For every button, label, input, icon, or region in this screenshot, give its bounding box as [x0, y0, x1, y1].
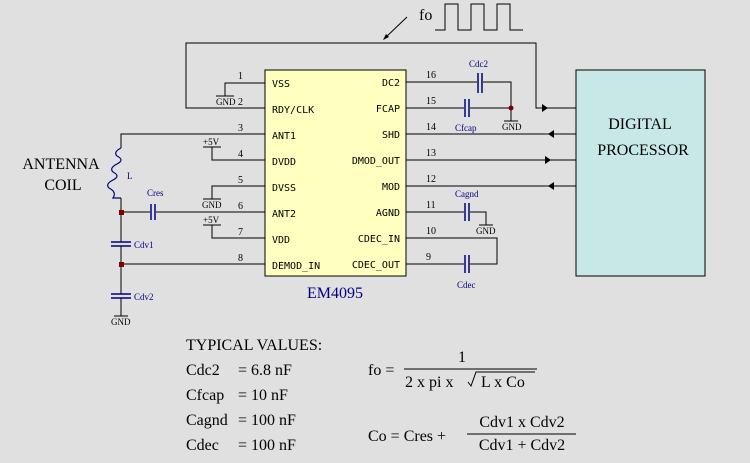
pin-number: 6 — [238, 201, 243, 212]
pin-label: DVDD — [272, 157, 296, 168]
pin-label: ANT2 — [272, 209, 296, 220]
pin-label: RDY/CLK — [272, 105, 314, 116]
pin-label: VDD — [272, 235, 290, 246]
junction-node — [119, 210, 124, 215]
fo-formula-radicand: L x Co — [481, 374, 525, 391]
typical-value-value: = 10 nF — [238, 387, 288, 404]
junction-node — [508, 105, 514, 111]
square-wave-icon — [435, 3, 523, 31]
typical-value-name: Cagnd — [186, 412, 228, 429]
co-formula-numerator: Cdv1 x Cdv2 — [479, 414, 564, 431]
pin-number: 2 — [238, 97, 243, 108]
gnd-label: GND — [476, 226, 496, 236]
pin-number: 3 — [238, 123, 243, 134]
gnd-label: GND — [111, 317, 131, 327]
capacitor-symbols — [111, 73, 483, 299]
junction-node — [119, 262, 124, 267]
co-formula-lhs: Co = Cres + — [368, 428, 446, 445]
gnd-label: GND — [502, 122, 522, 132]
vcc-label: +5V — [203, 137, 220, 147]
gnd-label: GND — [202, 200, 222, 210]
cres-label: Cres — [147, 188, 164, 198]
fo-formula-denominator: 2 x pi x — [405, 374, 453, 391]
pin-label: FCAP — [376, 104, 400, 115]
pin-number: 12 — [426, 174, 436, 185]
pin-label: DVSS — [272, 183, 296, 194]
em4095-chip — [264, 69, 407, 277]
typical-values-title: TYPICAL VALUES: — [186, 337, 322, 354]
typical-value-name: Cdc2 — [186, 362, 220, 379]
pin-number: 1 — [238, 71, 243, 82]
pin-label: ANT1 — [272, 131, 296, 142]
cdv2-label: Cdv2 — [134, 292, 154, 302]
pin-number: 4 — [238, 149, 243, 160]
cdc2-label: Cdc2 — [469, 59, 488, 69]
fo-label: fo — [419, 7, 432, 24]
pin-number: 13 — [426, 148, 436, 159]
pin-number: 14 — [426, 122, 436, 133]
fo-formula-numerator: 1 — [458, 349, 466, 366]
pin-label: DMOD_OUT — [352, 156, 400, 167]
inductor-coil-icon — [107, 147, 122, 199]
gnd-label: GND — [216, 97, 236, 107]
pin-label: VSS — [272, 79, 290, 90]
arrow-left-icon — [548, 182, 554, 190]
fo-pointer-arrow-icon — [383, 34, 389, 40]
pin-number: 10 — [426, 226, 436, 237]
pin-label: CDEC_IN — [358, 234, 400, 245]
typical-value-value: = 6.8 nF — [238, 362, 292, 379]
antenna-label-line1: ANTENNA — [22, 156, 100, 173]
arrow-right-icon — [542, 104, 548, 112]
cdv1-label: Cdv1 — [134, 240, 154, 250]
pin-label: DC2 — [382, 78, 400, 89]
pin-number: 15 — [426, 96, 436, 107]
typical-value-name: Cdec — [186, 437, 219, 454]
cdec-label: Cdec — [457, 280, 476, 290]
pin-label: SHD — [382, 130, 400, 141]
pin-label: MOD — [382, 182, 400, 193]
pin-label: CDEC_OUT — [352, 260, 400, 271]
sqrt-icon — [467, 371, 535, 388]
arrow-left-icon — [548, 130, 554, 138]
cagnd-label: Cagnd — [455, 189, 479, 199]
pin-number: 8 — [238, 253, 243, 264]
pin-number: 7 — [238, 227, 243, 238]
vcc-label: +5V — [203, 215, 220, 225]
typical-value-name: Cfcap — [186, 387, 224, 404]
arrow-right-icon — [545, 156, 551, 164]
pin-number: 9 — [426, 252, 431, 263]
wires — [114, 42, 576, 317]
processor-label-line2: PROCESSOR — [597, 142, 689, 159]
pin-label: DEMOD_IN — [272, 261, 320, 272]
pin-number: 16 — [426, 70, 436, 81]
inductor-label: L — [127, 171, 133, 181]
typical-value-value: = 100 nF — [238, 437, 296, 454]
antenna-label-line2: COIL — [44, 177, 81, 194]
signal-arrows — [542, 104, 554, 190]
pin-label: AGND — [376, 208, 400, 219]
processor-label-line1: DIGITAL — [608, 116, 672, 133]
fo-formula-lhs: fo = — [368, 362, 394, 379]
cfcap-label: Cfcap — [455, 123, 477, 133]
digital-processor — [575, 69, 706, 277]
co-formula-denominator: Cdv1 + Cdv2 — [479, 437, 565, 454]
typical-value-value: = 100 nF — [238, 412, 296, 429]
pin-number: 11 — [426, 200, 436, 211]
chip-name: EM4095 — [307, 285, 363, 302]
pin-number: 5 — [238, 175, 243, 186]
